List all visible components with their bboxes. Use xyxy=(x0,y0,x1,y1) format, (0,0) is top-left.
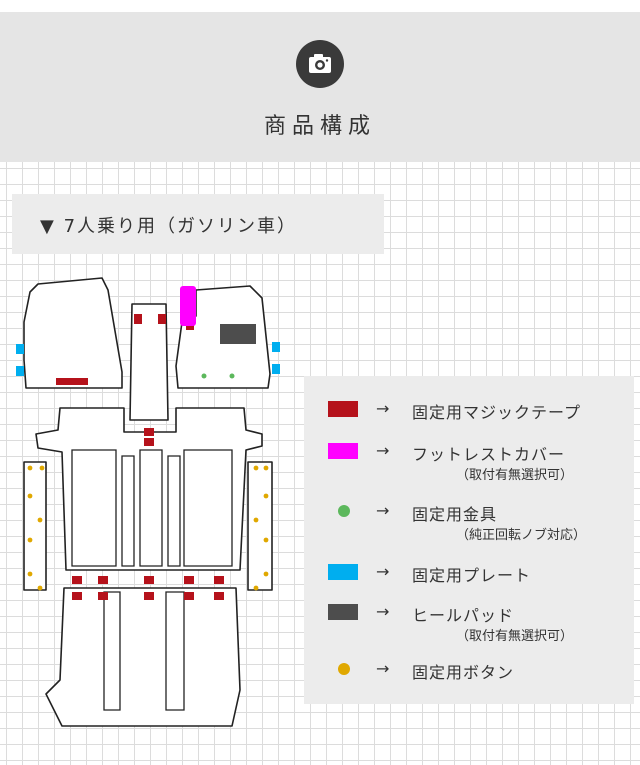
mat-console xyxy=(129,303,169,421)
mat-side-left xyxy=(23,461,47,591)
legend-item: → フットレストカバー （取付有無選択可） xyxy=(304,434,634,490)
third-row-right-cut xyxy=(165,591,185,711)
second-row-left-seat xyxy=(71,449,117,567)
variant-heading: ▼ 7人乗り用（ガソリン車） xyxy=(12,194,384,254)
legend-label: 固定用プレート xyxy=(412,566,532,585)
legend-label: 固定用金具 xyxy=(412,505,498,524)
legend-note: （取付有無選択可） xyxy=(456,629,574,644)
third-row-left-cut xyxy=(103,591,121,711)
second-row-right-seat xyxy=(183,449,233,567)
legend-item: → ヒールパッド （取付有無選択可） xyxy=(304,596,634,652)
legend-note: （取付有無選択可） xyxy=(456,468,574,483)
legend-item: → 固定用ボタン xyxy=(304,654,634,694)
arrow-icon: → xyxy=(376,659,390,678)
floor-mat-diagram xyxy=(16,277,280,727)
arrow-icon: → xyxy=(376,562,390,581)
legend-item: → 固定用金具 （純正回転ノブ対応） xyxy=(304,494,634,550)
legend-label: 固定用ボタン xyxy=(412,663,515,682)
legend-item: → 固定用プレート xyxy=(304,556,634,596)
legend-item: → 固定用マジックテープ xyxy=(304,390,634,430)
section-header: 商品構成 xyxy=(0,12,640,162)
second-row-aisle-right xyxy=(167,455,181,567)
camera-icon xyxy=(296,40,344,88)
swatch-green-dot-icon xyxy=(338,505,350,517)
mat-second-row xyxy=(35,407,263,571)
legend-note: （純正回転ノブ対応） xyxy=(456,528,587,543)
arrow-icon: → xyxy=(376,441,390,460)
swatch-yellow-dot-icon xyxy=(338,663,350,675)
mat-third-row xyxy=(45,587,241,727)
mat-side-right xyxy=(247,461,273,591)
arrow-icon: → xyxy=(376,602,390,621)
footrest-cover xyxy=(180,286,196,326)
second-row-center xyxy=(139,449,163,567)
swatch-magenta-icon xyxy=(328,443,358,459)
swatch-gray-icon xyxy=(328,604,358,620)
variant-label: ▼ 7人乗り用（ガソリン車） xyxy=(40,216,298,237)
top-strip xyxy=(0,0,640,12)
heel-pad xyxy=(220,324,256,344)
mat-driver xyxy=(23,277,123,389)
legend-label: フットレストカバー xyxy=(412,445,566,464)
arrow-icon: → xyxy=(376,501,390,520)
page-title: 商品構成 xyxy=(263,114,376,139)
swatch-blue-icon xyxy=(328,564,358,580)
second-row-aisle xyxy=(121,455,135,567)
arrow-icon: → xyxy=(376,399,390,418)
legend: → 固定用マジックテープ → フットレストカバー （取付有無選択可） → 固定用… xyxy=(304,376,634,704)
swatch-red-icon xyxy=(328,401,358,417)
legend-label: ヒールパッド xyxy=(412,606,515,625)
legend-label: 固定用マジックテープ xyxy=(412,403,582,422)
